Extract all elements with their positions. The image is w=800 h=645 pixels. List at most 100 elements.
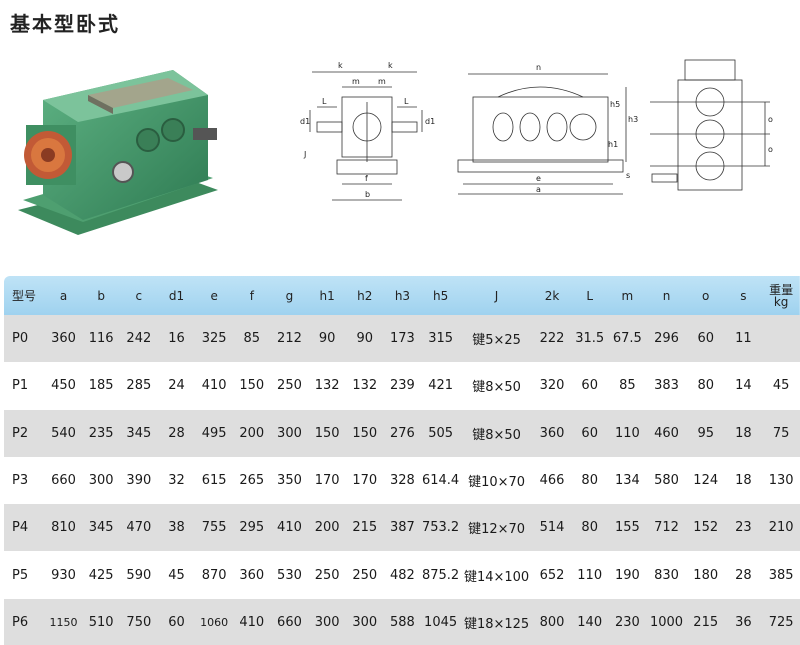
table-cell: 130 xyxy=(768,473,794,489)
table-cell: 712 xyxy=(654,520,679,536)
table-cell: 350 xyxy=(277,473,302,489)
table-cell: 345 xyxy=(88,520,114,536)
model-cell: P4 xyxy=(12,520,29,536)
column-header: a xyxy=(59,288,68,303)
column-header: h1 xyxy=(319,288,335,303)
table-cell: 614.4 xyxy=(421,473,460,489)
table-cell: 150 xyxy=(239,378,265,394)
table-cell: 425 xyxy=(88,567,114,583)
table-cell: 键12×70 xyxy=(468,522,526,538)
table-cell: 750 xyxy=(126,614,152,630)
dim-o: o xyxy=(768,145,773,154)
table-cell: 45 xyxy=(168,567,185,583)
table-cell: 200 xyxy=(314,520,340,536)
table-cell: 410 xyxy=(201,378,227,394)
table-cell: 键8×50 xyxy=(472,427,521,443)
table-cell: 45 xyxy=(772,378,790,394)
table-cell: 590 xyxy=(126,567,152,583)
table-cell: 124 xyxy=(693,473,719,489)
table-cell: 80 xyxy=(581,473,598,489)
table-cell: 132 xyxy=(314,378,340,394)
table-cell: 31.5 xyxy=(575,331,605,347)
table-cell: 212 xyxy=(277,331,302,347)
table-cell: 242 xyxy=(126,331,152,347)
table-cell: 18 xyxy=(735,473,752,489)
table-cell: 450 xyxy=(51,378,76,394)
table-cell: 300 xyxy=(352,614,378,630)
column-header: 2k xyxy=(544,288,560,303)
table-cell: 60 xyxy=(581,425,598,441)
table-cell: 870 xyxy=(201,567,227,583)
table-cell: 239 xyxy=(390,378,415,394)
table-cell: 580 xyxy=(654,473,679,489)
dim-b: b xyxy=(365,190,370,199)
side-view-drawing: k k m m L L d1 d1 J f b xyxy=(300,61,435,201)
table-cell: 470 xyxy=(126,520,152,536)
table-cell: 95 xyxy=(697,425,714,441)
dim-e: e xyxy=(536,174,541,183)
model-cell: P6 xyxy=(12,614,29,630)
table-cell: 265 xyxy=(239,473,265,489)
table-cell: 170 xyxy=(314,473,340,489)
column-header: 重量 kg xyxy=(769,282,794,309)
table-cell: 285 xyxy=(126,378,152,394)
table-cell: 85 xyxy=(619,378,636,394)
table-cell: 210 xyxy=(768,520,794,536)
table-cell: 660 xyxy=(51,473,76,489)
table-cell: 80 xyxy=(581,520,598,536)
model-cell: P5 xyxy=(12,567,29,583)
dim-L: L xyxy=(322,97,327,106)
table-cell: 325 xyxy=(201,331,227,347)
table-cell: 170 xyxy=(352,473,378,489)
table-cell: 510 xyxy=(88,614,114,630)
table-cell: 150 xyxy=(352,425,378,441)
table-cell: 150 xyxy=(314,425,340,441)
table-cell: 215 xyxy=(693,614,719,630)
dim-o: o xyxy=(768,115,773,124)
table-cell: 110 xyxy=(614,425,640,441)
table-cell: 320 xyxy=(539,378,565,394)
page-title: 基本型卧式 xyxy=(10,12,120,36)
table-cell: 753.2 xyxy=(421,520,460,536)
dim-a: a xyxy=(536,185,541,194)
table-cell: 1045 xyxy=(424,614,458,630)
table-cell: 180 xyxy=(693,567,719,583)
table-cell xyxy=(762,315,800,362)
table-cell: 键18×125 xyxy=(463,616,530,632)
end-view-drawing: o o xyxy=(650,59,773,191)
table-cell: 360 xyxy=(51,331,76,347)
table-cell: 230 xyxy=(614,614,640,630)
table-cell: 14 xyxy=(735,378,752,394)
table-cell: 215 xyxy=(352,520,378,536)
dim-m: m xyxy=(352,77,360,86)
table-cell: 250 xyxy=(277,378,302,394)
table-cell: 540 xyxy=(51,425,76,441)
column-header: n xyxy=(662,288,671,303)
column-header: c xyxy=(135,288,143,303)
table-cell: 173 xyxy=(390,331,415,347)
table-cell: 505 xyxy=(428,425,454,441)
table-cell: 键14×100 xyxy=(463,569,530,585)
table-cell: 800 xyxy=(539,614,565,630)
dim-n: n xyxy=(536,63,541,72)
table-cell: 387 xyxy=(390,520,415,536)
table-cell: 295 xyxy=(239,520,265,536)
table-cell: 1000 xyxy=(649,614,684,630)
table-cell: 482 xyxy=(390,567,415,583)
table-cell: 80 xyxy=(697,378,714,394)
column-header: o xyxy=(702,288,710,303)
table-cell: 830 xyxy=(654,567,679,583)
column-header: h5 xyxy=(432,288,449,303)
table-cell: 466 xyxy=(539,473,565,489)
table-cell: 300 xyxy=(88,473,114,489)
table-cell: 134 xyxy=(614,473,640,489)
table-cell: 530 xyxy=(277,567,302,583)
dim-j: J xyxy=(303,150,306,159)
table-cell: 24 xyxy=(168,378,185,394)
table-cell: 250 xyxy=(352,567,378,583)
table-cell: 495 xyxy=(201,425,227,441)
table-cell: 200 xyxy=(239,425,265,441)
